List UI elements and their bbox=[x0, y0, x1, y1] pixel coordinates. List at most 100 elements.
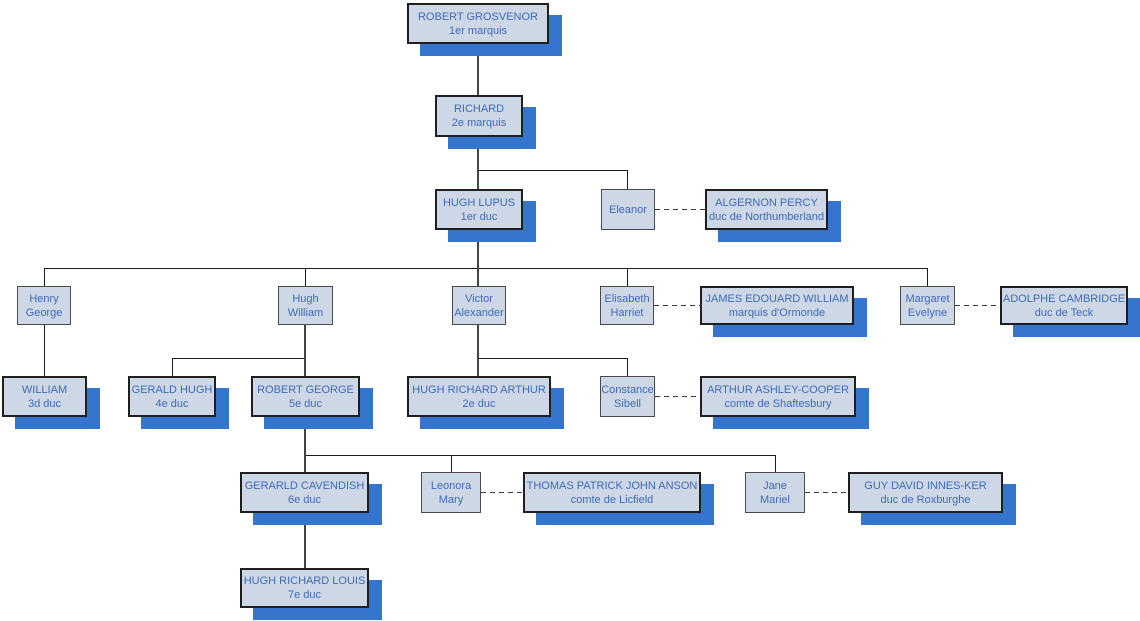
node-thomas-patrick-john-anson[interactable]: THOMAS PATRICK JOHN ANSON comte de Licfi… bbox=[523, 472, 701, 513]
person-name: Victor bbox=[465, 292, 493, 305]
connector-drop-gerald-hugh bbox=[172, 358, 173, 376]
connector-henry-william bbox=[44, 325, 45, 376]
marriage-jane-guy bbox=[805, 492, 848, 493]
person-name-line2: Sibell bbox=[614, 397, 641, 410]
connector-drop-hugh-william bbox=[305, 268, 306, 286]
node-henry-george[interactable]: Henry George bbox=[17, 286, 71, 325]
node-robert-grosvenor[interactable]: ROBERT GROSVENOR 1er marquis bbox=[407, 3, 549, 44]
connector-hughlupus-down bbox=[477, 230, 479, 268]
person-name: Henry bbox=[29, 292, 59, 305]
person-name: ROBERT GROSVENOR bbox=[417, 10, 538, 23]
node-gerald-hugh[interactable]: GERALD HUGH 4e duc bbox=[128, 376, 216, 417]
marriage-constance-arthur bbox=[655, 396, 700, 397]
node-william[interactable]: WILLIAM 3d duc bbox=[2, 376, 87, 417]
connector-drop-hugh-richard bbox=[477, 358, 479, 376]
connector-drop-constance bbox=[627, 358, 628, 376]
person-name: Jane bbox=[763, 479, 787, 492]
node-hugh-richard-arthur[interactable]: HUGH RICHARD ARTHUR 2e duc bbox=[407, 376, 551, 417]
person-title: 1er duc bbox=[460, 210, 498, 223]
person-name: Constance bbox=[601, 383, 654, 396]
person-name: THOMAS PATRICK JOHN ANSON bbox=[526, 479, 698, 492]
person-title: 6e duc bbox=[287, 493, 322, 506]
connector-gerarld-hughlouis bbox=[304, 513, 306, 568]
connector-drop-elisabeth bbox=[627, 268, 628, 286]
node-richard[interactable]: RICHARD 2e marquis bbox=[435, 95, 523, 137]
connector-drop-jane bbox=[775, 455, 776, 472]
node-adolphe-cambridge[interactable]: ADOLPHE CAMBRIDGE duc de Teck bbox=[1000, 286, 1128, 325]
person-name: ARTHUR ASHLEY-COOPER bbox=[707, 383, 849, 396]
node-james-edouard-william[interactable]: JAMES EDOUARD WILLIAM marquis d'Ormonde bbox=[700, 286, 854, 325]
connector-robert-richard bbox=[477, 44, 479, 95]
person-name: JAMES EDOUARD WILLIAM bbox=[705, 292, 849, 305]
node-eleanor[interactable]: Eleanor bbox=[601, 189, 655, 230]
person-name: GERARLD CAVENDISH bbox=[244, 479, 365, 492]
node-algernon-percy[interactable]: ALGERNON PERCY duc de Northumberland bbox=[705, 189, 828, 230]
person-title: comte de Licfield bbox=[570, 493, 654, 506]
connector-branch-hughlupus bbox=[44, 268, 927, 269]
person-title: duc de Teck bbox=[1034, 306, 1094, 319]
person-name: ROBERT GEORGE bbox=[257, 383, 354, 396]
connector-drop-eleanor bbox=[627, 170, 628, 189]
node-gerarld-cavendish[interactable]: GERARLD CAVENDISH 6e duc bbox=[240, 472, 369, 513]
marriage-eleanor-algernon bbox=[655, 209, 705, 210]
person-name-line2: Mary bbox=[438, 493, 464, 506]
person-title: 7e duc bbox=[287, 589, 322, 601]
connector-branch-robertgeorge bbox=[305, 455, 775, 456]
person-name-line2: Harriet bbox=[610, 306, 644, 319]
person-title: 3d duc bbox=[27, 397, 62, 410]
node-leonora-mary[interactable]: Leonora Mary bbox=[421, 472, 481, 513]
person-name: HUGH RICHARD LOUIS bbox=[243, 575, 366, 587]
person-name: RICHARD bbox=[453, 103, 505, 115]
person-title: 5e duc bbox=[288, 397, 323, 410]
person-title: marquis d'Ormonde bbox=[728, 306, 826, 319]
person-title: duc de Roxburghe bbox=[880, 493, 971, 506]
person-title: 2e duc bbox=[462, 397, 496, 410]
connector-drop-leonora bbox=[451, 455, 452, 472]
node-hugh-richard-louis[interactable]: HUGH RICHARD LOUIS 7e duc bbox=[240, 568, 369, 608]
person-name-line2: William bbox=[287, 306, 324, 319]
person-title: 4e duc bbox=[155, 397, 189, 410]
marriage-margaret-adolphe bbox=[955, 305, 1000, 306]
person-name: HUGH RICHARD ARTHUR bbox=[412, 383, 546, 396]
node-guy-david-innes-ker[interactable]: GUY DAVID INNES-KER duc de Roxburghe bbox=[848, 472, 1003, 513]
connector-branch-victor bbox=[478, 358, 627, 359]
person-title: 1er marquis bbox=[448, 24, 508, 37]
node-arthur-ashley-cooper[interactable]: ARTHUR ASHLEY-COOPER comte de Shaftesbur… bbox=[700, 376, 856, 417]
person-name: Elisabeth bbox=[604, 292, 650, 305]
person-title: comte de Shaftesbury bbox=[724, 397, 832, 410]
connector-richard-hughlupus bbox=[477, 137, 479, 189]
person-name: ALGERNON PERCY bbox=[715, 196, 818, 209]
connector-drop-robert-george bbox=[304, 358, 306, 376]
node-victor-alexander[interactable]: Victor Alexander bbox=[452, 286, 506, 325]
person-name: Hugh bbox=[292, 292, 319, 305]
node-margaret-evelyne[interactable]: Margaret Evelyne bbox=[900, 286, 955, 325]
person-name: Leonora bbox=[430, 479, 472, 492]
connector-branch-hughwilliam bbox=[172, 358, 305, 359]
person-name-line2: Evelyne bbox=[907, 306, 948, 319]
person-title: 2e marquis bbox=[451, 117, 507, 129]
marriage-elisabeth-james bbox=[654, 305, 700, 306]
person-name-line2: Alexander bbox=[454, 306, 504, 319]
connector-drop-victor bbox=[477, 268, 479, 286]
connector-victor-down bbox=[477, 325, 479, 358]
node-elisabeth-harriet[interactable]: Elisabeth Harriet bbox=[600, 286, 654, 325]
connector-branch-richard bbox=[478, 170, 628, 171]
person-name-line2: George bbox=[25, 306, 63, 319]
node-hugh-lupus[interactable]: HUGH LUPUS 1er duc bbox=[435, 189, 523, 230]
person-name: HUGH LUPUS bbox=[442, 196, 516, 209]
person-name: Eleanor bbox=[609, 203, 647, 216]
marriage-leonora-thomas bbox=[481, 492, 523, 493]
person-name: WILLIAM bbox=[21, 383, 68, 396]
connector-drop-gerarld bbox=[304, 455, 306, 472]
node-jane-mariel[interactable]: Jane Mariel bbox=[745, 472, 805, 513]
node-robert-george[interactable]: ROBERT GEORGE 5e duc bbox=[251, 376, 360, 417]
person-title: duc de Northumberland bbox=[709, 210, 824, 223]
connector-drop-henry-george bbox=[44, 268, 45, 286]
person-name: Margaret bbox=[905, 292, 950, 305]
node-constance-sibell[interactable]: Constance Sibell bbox=[600, 376, 655, 417]
person-name: GUY DAVID INNES-KER bbox=[864, 479, 987, 492]
connector-drop-margaret bbox=[927, 268, 928, 286]
connector-hughwilliam-down bbox=[304, 325, 306, 358]
node-hugh-william[interactable]: Hugh William bbox=[278, 286, 333, 325]
